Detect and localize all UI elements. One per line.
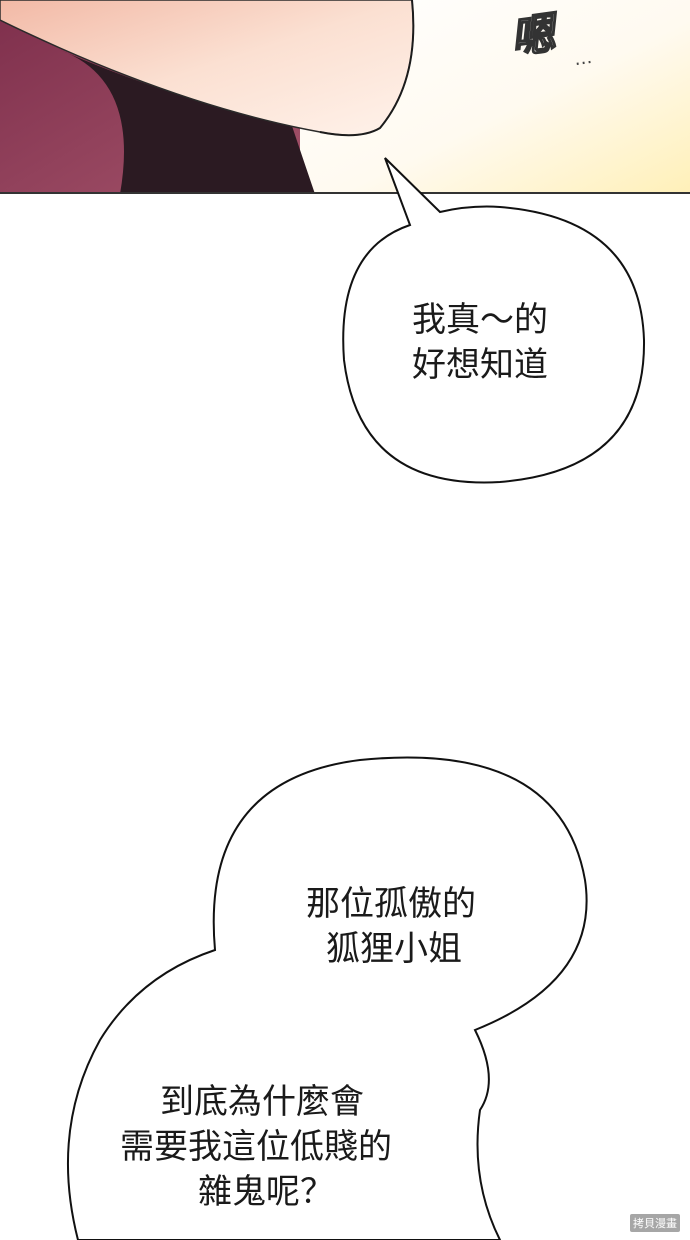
watermark-label: 拷貝漫畫 bbox=[630, 1214, 680, 1232]
bubble-3-line-3: 雜鬼呢？ bbox=[198, 1172, 334, 1212]
speech-bubble-1-shape bbox=[342, 157, 646, 484]
top-panel-illustration: 嗯 … bbox=[0, 0, 690, 194]
bubble-2-line-2: 狐狸小姐 bbox=[326, 929, 462, 969]
bubble-1-line-1: 我真～的 bbox=[412, 300, 548, 340]
bubble-3-line-2: 需要我這位低賤的 bbox=[120, 1127, 392, 1167]
speech-bubble-2-3-shape bbox=[67, 756, 588, 1240]
bubble-2-line-1: 那位孤傲的 bbox=[306, 884, 476, 924]
bubble-3-line-1: 到底為什麼會 bbox=[160, 1082, 364, 1122]
bubble-1-line-2: 好想知道 bbox=[412, 345, 548, 385]
panel-artwork bbox=[0, 0, 690, 194]
